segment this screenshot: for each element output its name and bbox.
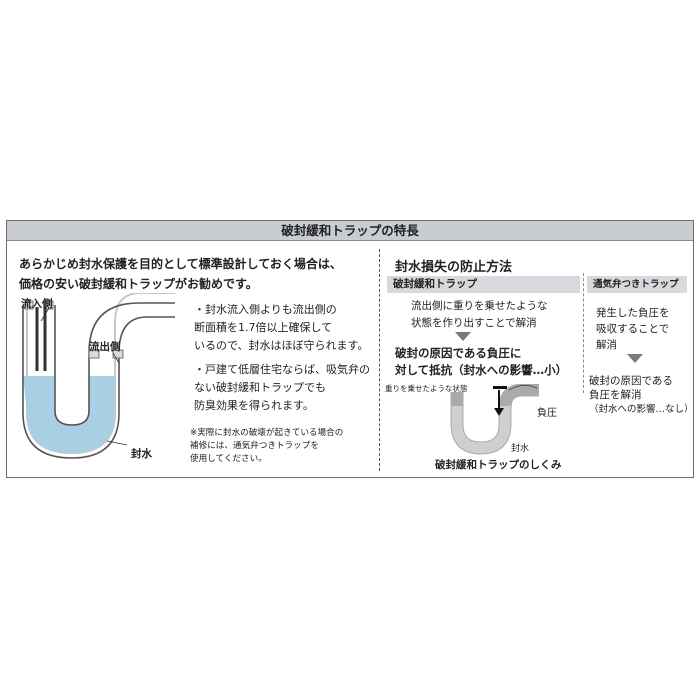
label-weight: 重りを乗せたような状態 — [385, 384, 468, 393]
mechanism-diagram — [450, 384, 539, 455]
note-line-2: 補修には、通気弁つきトラップを — [190, 441, 319, 451]
bullet-2-line-2: ない破封緩和トラップでも — [194, 381, 326, 394]
col1-desc-line-2: 状態を作り出すことで解消 — [411, 317, 537, 329]
col2-result-line-3: （封水への影響…なし） — [589, 404, 694, 415]
col2-desc-line-3: 解消 — [596, 339, 617, 351]
note-line-3: 使用してください。 — [190, 454, 267, 464]
col1-result-line-2: 対して抵抗（封水への影響…小） — [395, 363, 568, 377]
bullet-2-line-3: 防臭効果を得られます。 — [194, 399, 314, 412]
bullet-1-line-2: 断面積を1.7倍以上確保して — [194, 321, 333, 334]
column-divider — [379, 249, 380, 471]
intro-line-1: あらかじめ封水保護を目的として標準設計しておく場合は、 — [19, 257, 342, 271]
bullet-1-line-1: ・封水流入側よりも流出側の — [194, 303, 337, 316]
col2-desc-line-1: 発生した負圧を — [596, 307, 670, 319]
panel-title: 破封緩和トラップの特長 — [7, 221, 693, 241]
prevention-heading: 封水損失の防止方法 — [395, 260, 513, 275]
col2-result-line-2: 負圧を解消 — [589, 389, 642, 401]
col2-header: 通気弁つきトラップ — [587, 276, 687, 293]
label-outflow: 流出側 — [89, 341, 121, 353]
label-seal: 封水 — [511, 444, 530, 454]
trap-diagram — [22, 293, 175, 459]
col2-desc-line-2: 吸収することで — [596, 323, 670, 335]
col1-header: 破封緩和トラップ — [387, 276, 580, 293]
bullet-2-line-1: ・戸建て低層住宅ならば、吸気弁の — [194, 363, 370, 376]
intro-line-2: 価格の安い破封緩和トラップがお勧めです。 — [19, 277, 258, 291]
label-inflow: 流入側 — [21, 298, 53, 310]
label-seal-water: 封水 — [131, 448, 152, 460]
mechanism-caption: 破封緩和トラップのしくみ — [435, 459, 562, 471]
arrow-down-icon-2 — [627, 354, 643, 363]
label-negative-pressure: 負圧 — [537, 408, 557, 419]
col2-result-line-1: 破封の原因である — [589, 375, 673, 387]
bullet-1-line-3: いるので、封水はほぼ守られます。 — [194, 339, 369, 352]
arrow-down-icon — [455, 332, 471, 341]
note-line-1: ※実際に封水の破壊が起きている場合の — [190, 428, 344, 438]
col1-desc-line-1: 流出側に重りを乗せたような — [411, 300, 548, 312]
feature-panel: 破封緩和トラップの特長 あらかじめ封水保護を目的として標準設計しておく場合は、 … — [6, 220, 694, 478]
sub-column-divider — [583, 273, 584, 393]
col1-result-line-1: 破封の原因である負圧に — [395, 346, 522, 360]
